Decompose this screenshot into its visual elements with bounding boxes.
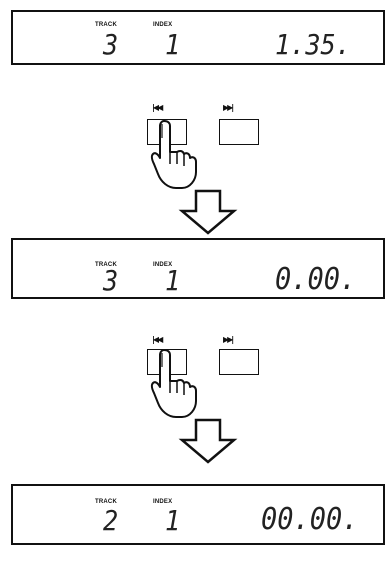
display-panel-2: TRACK INDEX 3 1 0.00. — [11, 238, 385, 299]
prev-track-label: |◀◀ — [152, 335, 163, 344]
time-readout: 1.35. — [275, 28, 351, 61]
index-number: 1 — [165, 264, 181, 297]
display-panel-3: TRACK INDEX 2 1 00.00. — [11, 484, 385, 545]
track-number: 3 — [103, 264, 119, 297]
track-number: 3 — [103, 28, 119, 61]
next-track-label: ▶▶| — [223, 335, 234, 344]
index-label: INDEX — [153, 262, 173, 268]
next-track-button[interactable] — [219, 119, 259, 145]
pressing-hand-icon — [150, 120, 197, 189]
next-track-button[interactable] — [219, 349, 259, 375]
track-label: TRACK — [95, 22, 117, 28]
track-label: TRACK — [95, 262, 117, 268]
next-track-label: ▶▶| — [223, 103, 234, 112]
index-label: INDEX — [153, 22, 173, 28]
down-arrow-icon — [178, 189, 238, 235]
time-readout: 0.00. — [275, 262, 357, 297]
display-panel-1: TRACK INDEX 3 1 1.35. — [11, 10, 385, 65]
index-number: 1 — [165, 504, 181, 537]
down-arrow-icon — [178, 418, 238, 464]
pressing-hand-icon — [150, 349, 197, 418]
track-label: TRACK — [95, 499, 117, 505]
track-number: 2 — [103, 504, 119, 537]
prev-track-label: |◀◀ — [152, 103, 163, 112]
index-label: INDEX — [153, 499, 173, 505]
time-readout: 00.00. — [261, 502, 359, 537]
index-number: 1 — [165, 28, 181, 61]
